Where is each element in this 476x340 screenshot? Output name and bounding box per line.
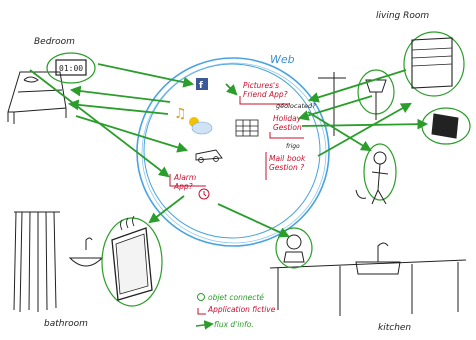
- arrow-bedroom-to-alarm: [29, 69, 170, 178]
- legend-fictive-marker: [197, 308, 206, 315]
- mailbook-app-line1: Mail: [269, 154, 285, 163]
- holiday-app-line2: Gestion: [273, 123, 302, 132]
- music-note-icon: ♫: [174, 106, 187, 122]
- pictures-app-line2: Friend App?: [243, 90, 288, 99]
- weather-cloud-icon: [189, 117, 213, 135]
- alarm-app: Alarm App?: [169, 173, 210, 200]
- connected-window-icon: [403, 31, 465, 97]
- svg-text:f: f: [199, 81, 203, 91]
- legend-fictive: Application fictive: [207, 305, 276, 314]
- holiday-app: Holiday Gestion: [269, 114, 304, 139]
- alarm-app-line1: Alarm: [173, 173, 196, 182]
- connected-tv-icon: [421, 107, 471, 145]
- arrow-web-to-mirror: [148, 195, 185, 224]
- clock-display: 01:00: [59, 64, 83, 73]
- holiday-app-line1: Holiday: [273, 114, 302, 123]
- kitchen-counter-icon: [269, 242, 467, 316]
- arrow-web-to-window: [317, 102, 412, 157]
- room-label-kitchen: kitchen: [378, 323, 411, 333]
- mailbook-app-line2: book: [287, 154, 306, 163]
- arrow-web-to-tv: [301, 118, 429, 130]
- fridge-label: frigo: [286, 143, 300, 150]
- web-bubble: [136, 57, 330, 247]
- connected-robot-icon: [275, 227, 313, 269]
- info-flow-arrows: [29, 63, 429, 238]
- connected-lamp-icon: [357, 69, 395, 120]
- car-icon: [195, 149, 223, 163]
- legend-flux-marker: [195, 320, 214, 330]
- alarm-app-line2: App?: [173, 182, 193, 191]
- arrow-web-to-bed-2: [67, 99, 169, 115]
- svg-text:♫: ♫: [174, 106, 187, 122]
- shower-curtain-icon: [13, 211, 60, 313]
- legend-connected: objet connecté: [208, 293, 264, 302]
- web-label: Web: [270, 53, 295, 66]
- legend-flux: flux d'info.: [214, 320, 254, 329]
- alarm-clock-icon: 01:00: [46, 52, 96, 84]
- arrow-bed-to-web: [75, 115, 189, 153]
- connected-mirror-icon: [101, 215, 163, 307]
- room-label-bathroom: bathroom: [44, 319, 88, 329]
- person-icon: [355, 143, 397, 205]
- bed-icon: [7, 71, 67, 124]
- facebook-icon: f: [196, 78, 208, 91]
- legend: objet connecté Application fictive flux …: [195, 293, 276, 330]
- pictures-app-line1: Pictures's: [243, 81, 279, 90]
- arrow-web-to-bed-1: [69, 85, 171, 103]
- legend-connected-marker: [197, 293, 205, 301]
- mailbook-app-line3: Gestion ?: [269, 163, 304, 172]
- arrow-facebook-to-pictures: [225, 83, 238, 96]
- mailbook-app: Mail book Gestion ?: [265, 152, 306, 180]
- sink-icon: [68, 237, 104, 267]
- arrow-web-to-robot: [217, 203, 290, 238]
- arrow-web-to-person: [307, 111, 372, 152]
- arrow-window-to-web: [307, 69, 407, 103]
- pictures-app: Pictures's Friend App? géolocated?: [239, 81, 316, 110]
- calendar-icon: [235, 119, 259, 137]
- room-label-living-room: living Room: [376, 11, 429, 21]
- arrow-clock-to-web: [97, 63, 195, 88]
- room-label-bedroom: Bedroom: [34, 37, 75, 47]
- geolocated-label: géolocated?: [276, 102, 316, 110]
